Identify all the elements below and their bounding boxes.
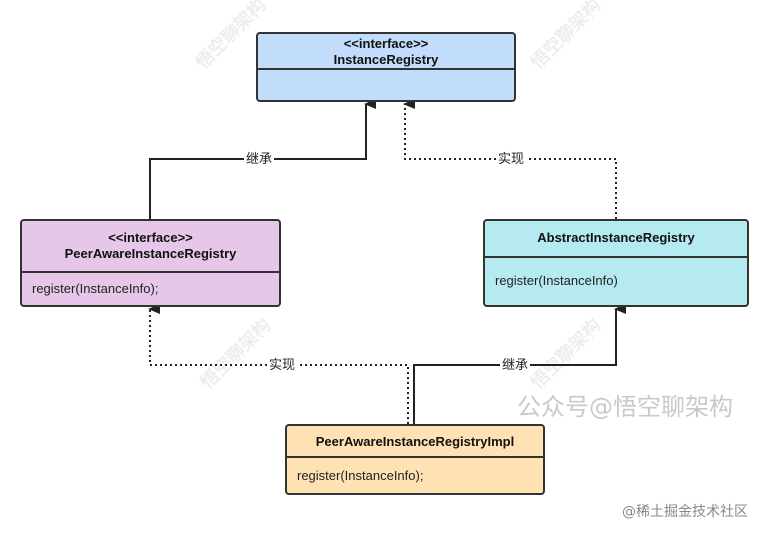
class-name: InstanceRegistry [333, 52, 439, 67]
edge-label-impl-to-air: 继承 [500, 357, 531, 372]
class-method: register(InstanceInfo); [32, 281, 159, 296]
class-instance-registry: <<interface>> InstanceRegistry [256, 32, 516, 102]
watermark-main: 公众号@悟空聊架构 [517, 393, 733, 421]
class-peer-aware-instance-registry-impl: PeerAwareInstanceRegistryImpl register(I… [285, 424, 545, 495]
stereotype-label: <<interface>> [343, 36, 429, 51]
class-header: AbstractInstanceRegistry [485, 221, 747, 258]
class-method: register(InstanceInfo); [297, 468, 424, 483]
watermark-corner: @稀土掘金技术社区 [622, 504, 748, 520]
class-name: PeerAwareInstanceRegistryImpl [315, 434, 515, 449]
edge-label-pair-to-ir: 继承 [244, 151, 275, 166]
edge-label-air-to-ir: 实现 [496, 151, 527, 166]
class-header: <<interface>> InstanceRegistry [258, 34, 514, 70]
class-method: register(InstanceInfo) [495, 273, 618, 288]
class-header: <<interface>> PeerAwareInstanceRegistry [22, 221, 279, 273]
class-peer-aware-instance-registry: <<interface>> PeerAwareInstanceRegistry … [20, 219, 281, 307]
class-name: AbstractInstanceRegistry [537, 230, 695, 245]
class-header: PeerAwareInstanceRegistryImpl [287, 426, 543, 458]
class-abstract-instance-registry: AbstractInstanceRegistry register(Instan… [483, 219, 749, 307]
edge-label-impl-to-pair: 实现 [267, 357, 298, 372]
edge-impl-to-pair [148, 304, 409, 424]
stereotype-label: <<interface>> [108, 230, 193, 245]
class-name: PeerAwareInstanceRegistry [64, 246, 237, 261]
